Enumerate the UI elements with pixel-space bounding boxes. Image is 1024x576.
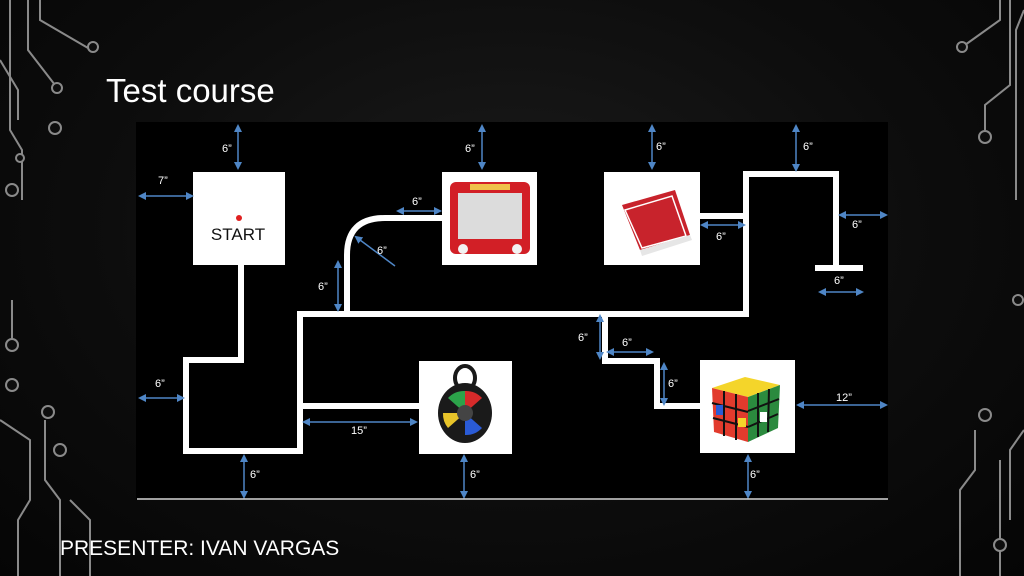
dim-label: 6”	[155, 378, 165, 390]
dim-label: 6”	[470, 469, 480, 481]
curve-track	[344, 215, 446, 317]
dim-label: 6”	[578, 332, 588, 344]
dim-label: 15”	[351, 425, 367, 437]
dim-label: 6”	[412, 196, 422, 208]
dim-label: 6”	[318, 281, 328, 293]
presenter-name: PRESENTER: IVAN VARGAS	[60, 537, 340, 560]
slide-title: Test course	[106, 72, 275, 109]
dim-label: 6”	[622, 337, 632, 349]
start-box: START	[193, 172, 285, 265]
etch-a-sketch-image	[442, 172, 537, 265]
dim-label: 12”	[836, 392, 852, 404]
dim-label: 6”	[668, 378, 678, 390]
playing-cards-image	[604, 172, 700, 265]
dim-label: 6”	[716, 231, 726, 243]
circuit-right	[956, 0, 1024, 576]
circuit-left	[0, 0, 99, 576]
dim-label: 6”	[834, 275, 844, 287]
simon-game-image	[419, 361, 512, 454]
upper-path-track	[297, 171, 839, 317]
dim-label: 6”	[250, 469, 260, 481]
dim-label: 6”	[222, 143, 232, 155]
step-track	[602, 311, 705, 409]
dim-label: 6”	[377, 245, 387, 257]
rubiks-cube-image	[700, 360, 795, 453]
dimension-arrows	[138, 124, 888, 499]
dim-label: 6”	[852, 219, 862, 231]
dim-label: 7”	[158, 175, 168, 187]
start-loop-track	[183, 262, 303, 454]
dim-label: 6”	[803, 141, 813, 153]
dim-label: 6”	[465, 143, 475, 155]
dim-label: 6”	[750, 469, 760, 481]
dimension-labels: 6” 7” 6” 6” 6” 6” 6” 6” 6” 6” 6” 6” 6” 1…	[155, 141, 862, 481]
start-dot	[236, 215, 242, 221]
dim-label: 6”	[656, 141, 666, 153]
start-label: START	[211, 225, 265, 244]
